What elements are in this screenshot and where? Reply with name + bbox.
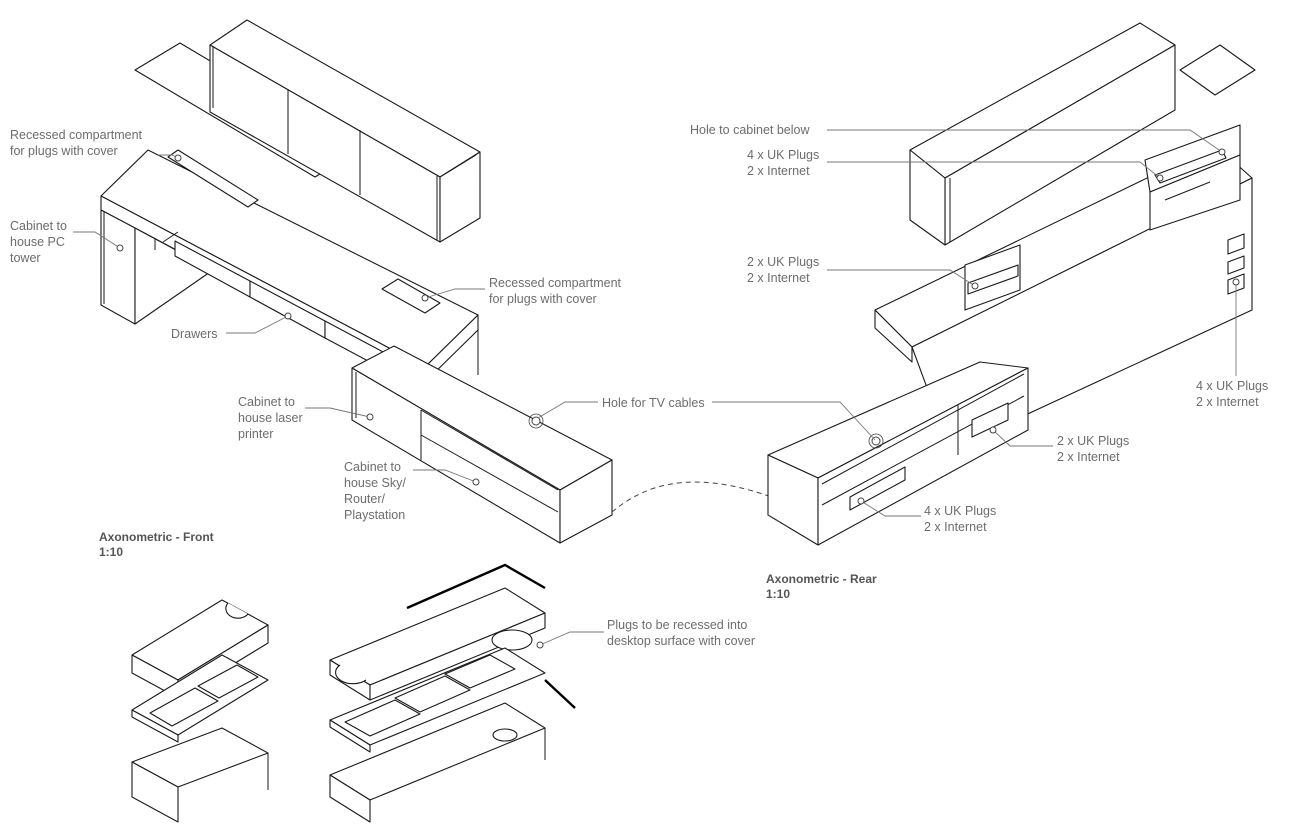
label-line: 2 x Internet (747, 271, 810, 285)
label-rear-hole-cabinet: Hole to cabinet below (690, 122, 810, 138)
label-line: Router/ (344, 492, 385, 506)
label-line: 2 x Internet (1196, 395, 1259, 409)
label-line: house Sky/ (344, 476, 406, 490)
label-line: for plugs with cover (10, 144, 118, 158)
label-rear-plugs-desk: 2 x UK Plugs 2 x Internet (747, 254, 819, 286)
title-name: Axonometric - Rear (766, 572, 877, 586)
label-line: Cabinet to (344, 460, 401, 474)
label-tv-hole: Hole for TV cables (602, 395, 705, 411)
title-scale: 1:10 (99, 545, 124, 559)
label-line: Cabinet to (10, 219, 67, 233)
label-rear-plugs-side: 4 x UK Plugs 2 x Internet (1196, 378, 1268, 410)
label-line: desktop surface with cover (607, 634, 755, 648)
label-line: 2 x UK Plugs (1057, 434, 1130, 448)
label-line: 2 x Internet (1057, 450, 1120, 464)
label-line: 4 x UK Plugs (1196, 379, 1269, 393)
label-line: 2 x UK Plugs (747, 255, 820, 269)
front-overhead-cabinet (134, 19, 481, 243)
label-rear-plugs-top: 4 x UK Plugs 2 x Internet (747, 147, 819, 179)
label-line: Recessed compartment (489, 276, 622, 290)
label-front-laser-cabinet: Cabinet to house laser printer (238, 394, 303, 442)
rear-overhead-cabinet (909, 22, 1256, 246)
label-line: 4 x UK Plugs (747, 148, 820, 162)
label-line: Playstation (344, 508, 406, 522)
label-line: tower (10, 251, 41, 265)
label-line: 4 x UK Plugs (924, 504, 997, 518)
label-line: printer (238, 427, 274, 441)
label-line: Hole for TV cables (602, 396, 705, 410)
label-line: Cabinet to (238, 395, 295, 409)
label-front-recessed-top: Recessed compartment for plugs with cove… (10, 127, 142, 159)
leader-lines (73, 129, 1240, 649)
title-axonometric-front: Axonometric - Front 1:10 (99, 530, 214, 560)
label-line: house PC (10, 235, 65, 249)
front-desk (100, 149, 479, 383)
label-line: Drawers (171, 327, 218, 341)
title-axonometric-rear: Axonometric - Rear 1:10 (766, 572, 877, 602)
detail-right-compartment (329, 563, 576, 823)
label-line: Plugs to be recessed into (607, 618, 748, 632)
label-front-sky-cabinet: Cabinet to house Sky/ Router/ Playstatio… (344, 459, 406, 523)
label-detail-plugs: Plugs to be recessed into desktop surfac… (607, 617, 755, 649)
label-line: 2 x Internet (747, 164, 810, 178)
label-front-drawers: Drawers (171, 326, 218, 342)
label-rear-plugs-lower-right: 2 x UK Plugs 2 x Internet (1057, 433, 1129, 465)
label-rear-plugs-lower-left: 4 x UK Plugs 2 x Internet (924, 503, 996, 535)
label-line: house laser (238, 411, 303, 425)
label-line: Hole to cabinet below (690, 123, 810, 137)
label-line: 2 x Internet (924, 520, 987, 534)
title-scale: 1:10 (766, 587, 791, 601)
detail-left-compartment (131, 599, 269, 823)
label-front-pc-cabinet: Cabinet to house PC tower (10, 218, 67, 266)
label-front-recessed-desk: Recessed compartment for plugs with cove… (489, 275, 621, 307)
label-line: Recessed compartment (10, 128, 143, 142)
rear-low-cabinet (767, 361, 1029, 546)
title-name: Axonometric - Front (99, 530, 214, 544)
front-low-cabinet (351, 345, 613, 544)
label-line: for plugs with cover (489, 292, 597, 306)
front-rear-dashed-link (611, 481, 781, 513)
